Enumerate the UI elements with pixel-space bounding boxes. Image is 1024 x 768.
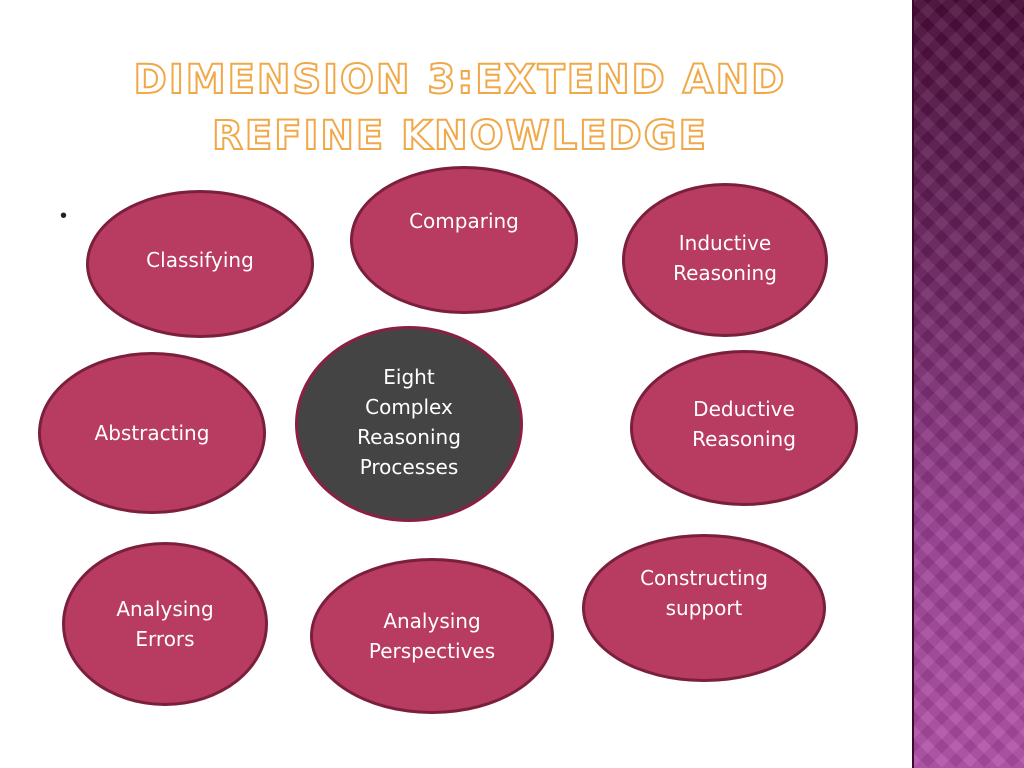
decorative-side-panel bbox=[912, 0, 1024, 768]
node-deductive-reasoning: Deductive Reasoning bbox=[630, 350, 858, 506]
node-label-analysing-errors: Analysing Errors bbox=[116, 597, 214, 651]
node-label-deductive-reasoning: Deductive Reasoning bbox=[692, 397, 796, 451]
node-label-comparing: Comparing bbox=[409, 209, 519, 233]
node-comparing: Comparing bbox=[350, 166, 578, 314]
node-label-analysing-perspectives: Analysing Perspectives bbox=[368, 609, 496, 663]
node-classifying: Classifying bbox=[86, 190, 314, 338]
node-inductive-reasoning: Inductive Reasoning bbox=[622, 183, 828, 337]
node-constructing-support: Constructing support bbox=[582, 534, 826, 682]
node-analysing-perspectives: Analysing Perspectives bbox=[310, 558, 554, 714]
center-node-label: Eight Complex Reasoning Processes bbox=[357, 365, 461, 479]
slide-title: Dimension 3:Extend and Refine Knowledge bbox=[133, 56, 787, 160]
node-abstracting: Abstracting bbox=[38, 352, 266, 514]
bullet-point: • bbox=[60, 205, 68, 227]
node-analysing-errors: Analysing Errors bbox=[62, 542, 268, 706]
node-label-abstracting: Abstracting bbox=[94, 421, 210, 445]
center-node: Eight Complex Reasoning Processes bbox=[295, 326, 523, 522]
node-label-inductive-reasoning: Inductive Reasoning bbox=[673, 231, 777, 285]
node-label-constructing-support: Constructing support bbox=[640, 566, 768, 620]
node-label-classifying: Classifying bbox=[146, 248, 254, 272]
